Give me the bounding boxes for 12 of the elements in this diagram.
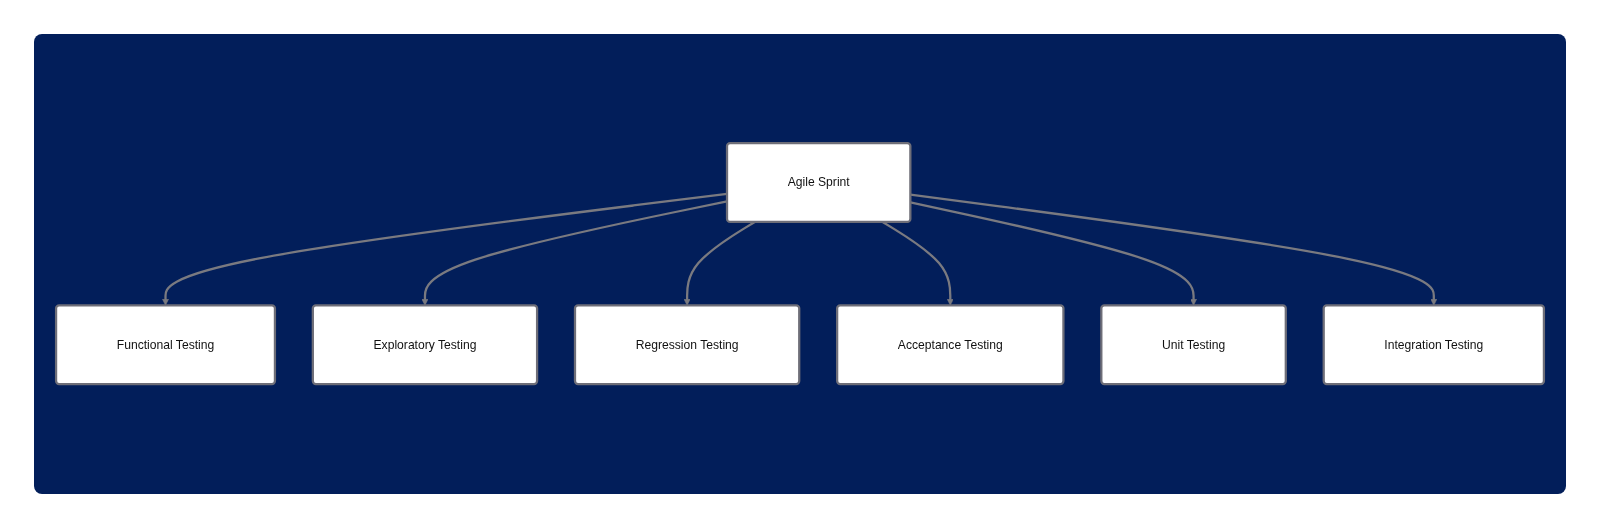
node-box <box>836 304 1065 386</box>
node-box <box>1100 304 1287 386</box>
arrow <box>421 200 728 306</box>
diagram-background: Agile Sprint Functional Testing Exploratory Testing Regression Testing Acceptance Testing Unit Testing Integration Testing <box>34 34 1566 494</box>
node-box <box>725 142 912 224</box>
arrow <box>910 201 1197 306</box>
node-box <box>311 304 539 386</box>
node-box <box>1322 304 1546 386</box>
node-box <box>573 304 801 386</box>
arrow <box>162 193 728 306</box>
node-box <box>54 304 277 386</box>
arrow <box>910 193 1438 306</box>
